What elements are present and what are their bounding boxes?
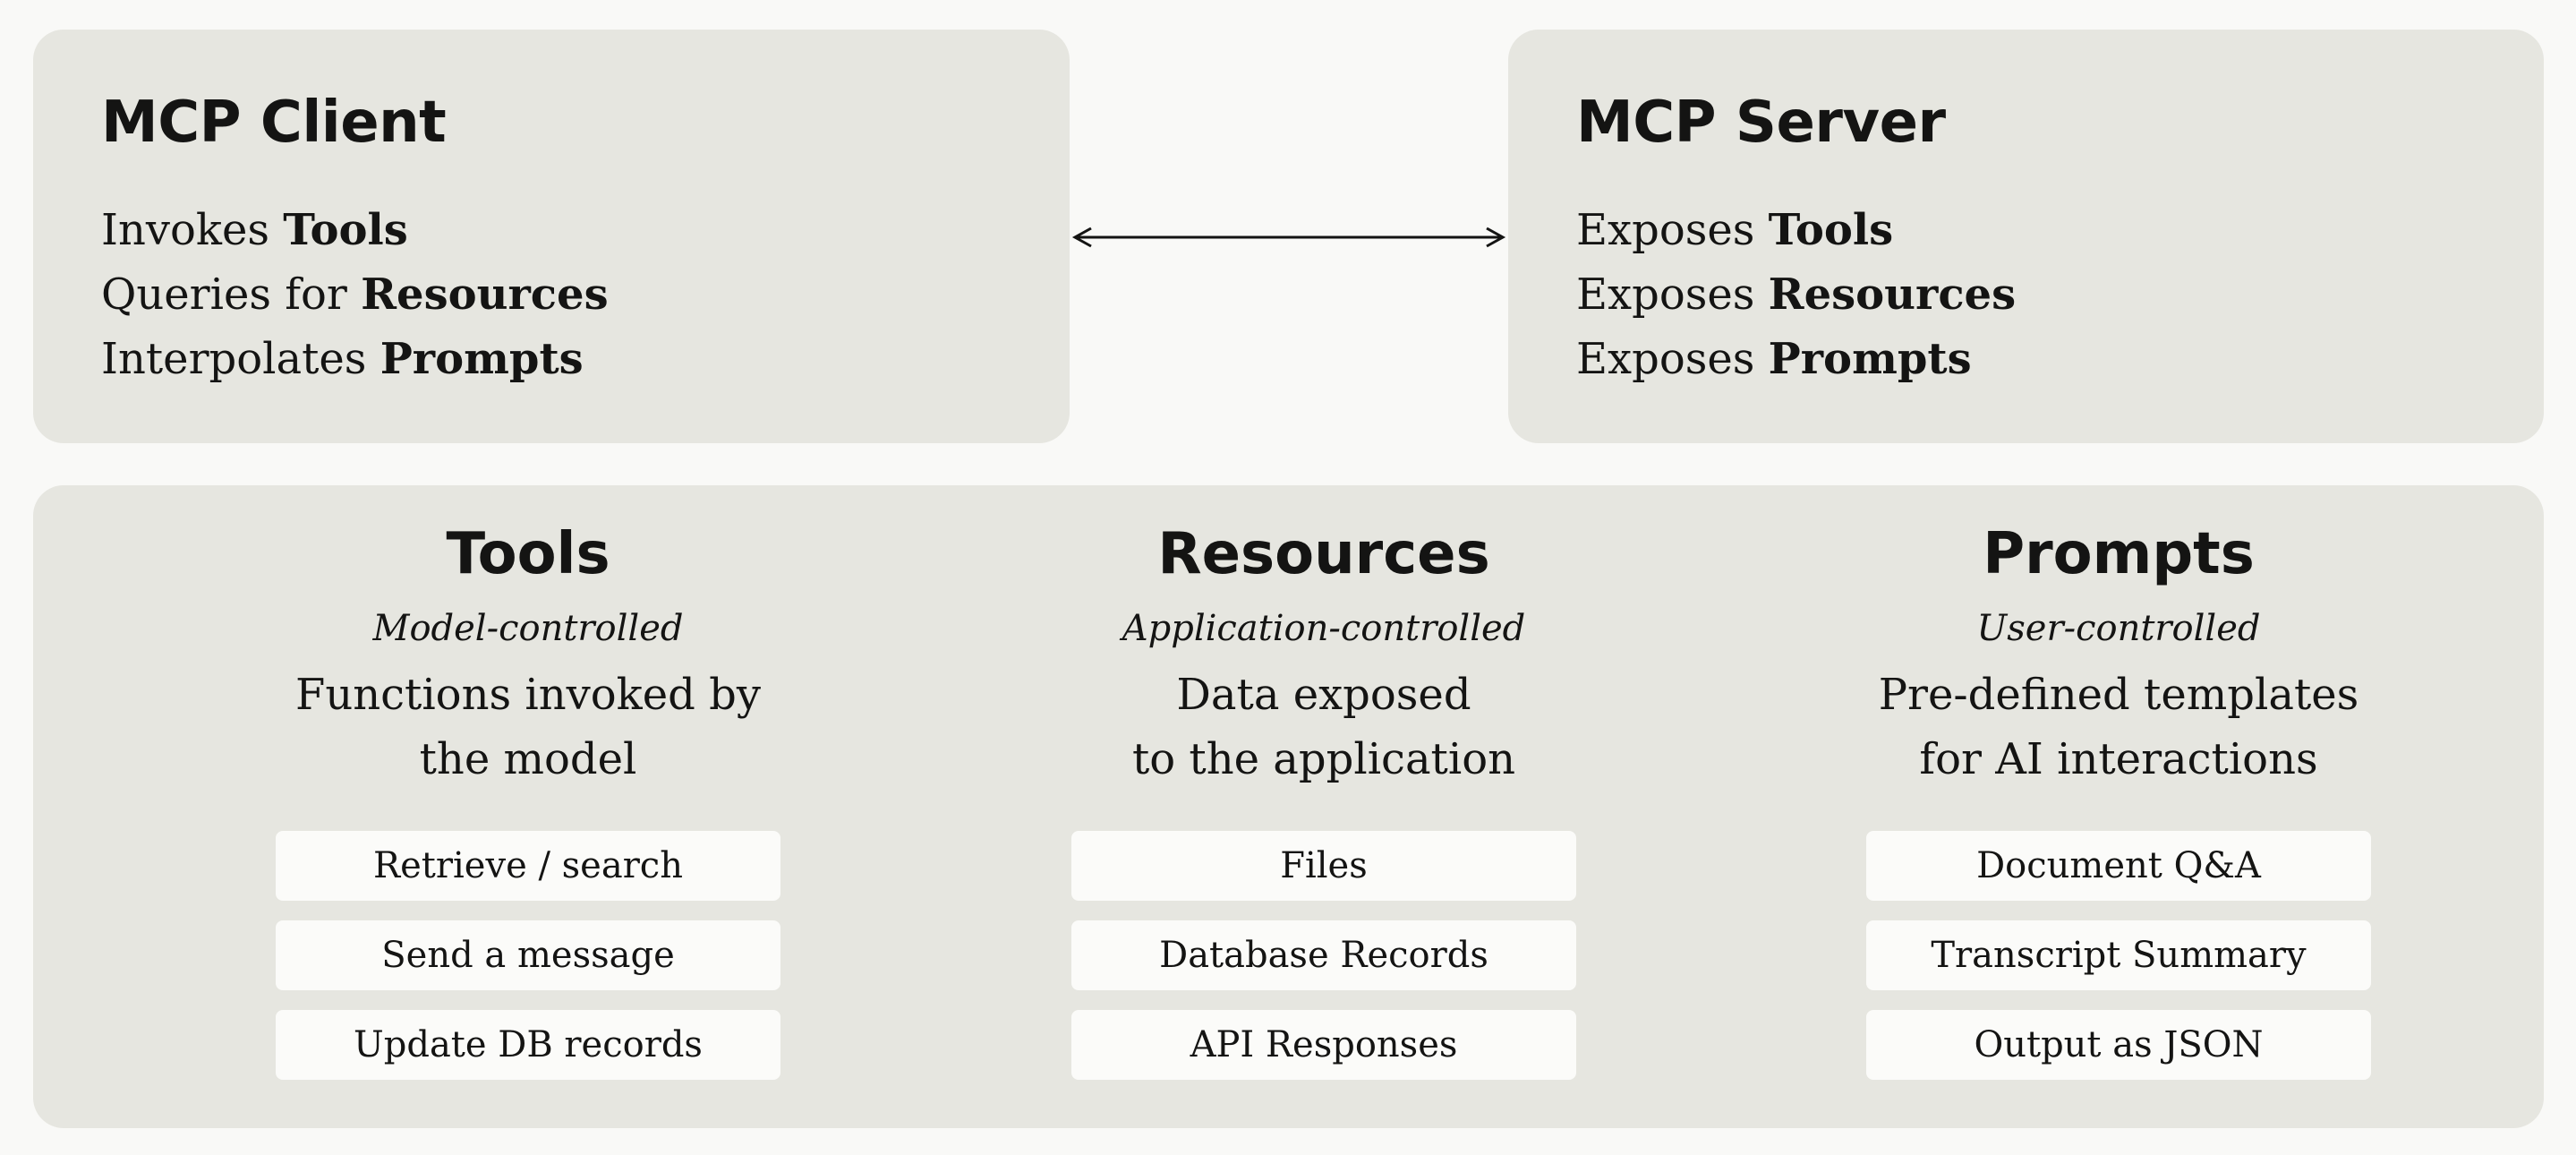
mcp-server-box: MCP Server Exposes Tools Exposes Resourc… bbox=[1508, 30, 2544, 443]
resources-title: Resources bbox=[1157, 521, 1490, 587]
example-chip: Retrieve / search bbox=[276, 831, 780, 901]
primitives-box: Tools Model-controlled Functions invoked… bbox=[33, 485, 2544, 1128]
mcp-client-box: MCP Client Invokes Tools Queries for Res… bbox=[33, 30, 1070, 443]
server-capability: Exposes Prompts bbox=[1576, 334, 1972, 384]
tools-description: Functions invoked by the model bbox=[295, 670, 761, 784]
prompts-control-label: User-controlled bbox=[1976, 608, 2261, 649]
client-capability: Invokes Tools bbox=[101, 205, 408, 255]
tools-title: Tools bbox=[446, 521, 610, 587]
server-capability: Exposes Resources bbox=[1576, 270, 2017, 320]
server-capabilities-list: Exposes Tools Exposes Resources Exposes … bbox=[1576, 198, 2016, 391]
example-chip: Send a message bbox=[276, 920, 780, 990]
tools-examples: Retrieve / search Send a message Update … bbox=[276, 831, 780, 1099]
resources-control-label: Application-controlled bbox=[1122, 608, 1526, 649]
example-chip: Transcript Summary bbox=[1866, 920, 2371, 990]
resources-examples: Files Database Records API Responses bbox=[1071, 831, 1576, 1099]
client-capability: Interpolates Prompts bbox=[101, 334, 584, 384]
example-chip: Output as JSON bbox=[1866, 1010, 2371, 1080]
prompts-title: Prompts bbox=[1983, 521, 2255, 587]
prompts-examples: Document Q&A Transcript Summary Output a… bbox=[1866, 831, 2371, 1099]
resources-description: Data exposed to the application bbox=[1131, 670, 1516, 784]
client-capabilities-list: Invokes Tools Queries for Resources Inte… bbox=[101, 198, 609, 391]
server-capability: Exposes Tools bbox=[1576, 205, 1894, 255]
example-chip: Files bbox=[1071, 831, 1576, 901]
mcp-client-title: MCP Client bbox=[101, 90, 447, 156]
bidirectional-arrow-icon bbox=[1071, 227, 1506, 248]
example-chip: Document Q&A bbox=[1866, 831, 2371, 901]
example-chip: API Responses bbox=[1071, 1010, 1576, 1080]
example-chip: Database Records bbox=[1071, 920, 1576, 990]
tools-control-label: Model-controlled bbox=[372, 608, 684, 649]
prompts-description: Pre-defined templates for AI interaction… bbox=[1878, 670, 2359, 784]
client-capability: Queries for Resources bbox=[101, 270, 609, 320]
mcp-server-title: MCP Server bbox=[1576, 90, 1946, 156]
example-chip: Update DB records bbox=[276, 1010, 780, 1080]
